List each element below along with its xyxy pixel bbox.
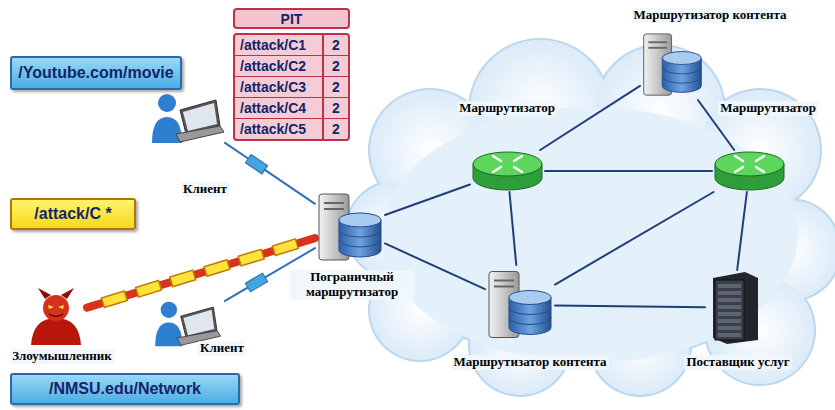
attack-packet — [136, 281, 162, 298]
attack-packet — [101, 291, 127, 308]
table-cell: /attack/C5 — [235, 119, 322, 139]
network-link — [540, 86, 640, 150]
attack-packet — [170, 270, 196, 287]
device-label: Злоумышленник — [10, 349, 113, 364]
table-cell: /attack/C3 — [235, 77, 322, 98]
server-icon — [485, 265, 555, 345]
pit-table: /attack/C12/attack/C22/attack/C32/attack… — [233, 33, 350, 141]
table-cell: 2 — [322, 56, 348, 77]
attack-packet — [204, 260, 230, 277]
attack-link — [87, 238, 315, 307]
name-box: /NMSU.edu/Network — [10, 373, 240, 405]
network-link — [225, 143, 315, 204]
data-packet — [245, 273, 267, 292]
box-text: PIT — [281, 11, 303, 27]
device-label: Пограничный маршрутизатор — [290, 270, 414, 300]
network-link — [737, 192, 747, 270]
rack-node: Поставщик услуг — [705, 270, 760, 345]
table-cell: 2 — [322, 98, 348, 119]
router-icon — [712, 150, 787, 192]
router-node: Маршрутизатор — [470, 150, 545, 192]
network-link — [509, 192, 516, 265]
table-header: PIT — [233, 8, 350, 29]
name-box: /Youtube.com/movie — [10, 56, 182, 90]
box-text: /NMSU.edu/Network — [49, 380, 201, 398]
server-node: Пограничный маршрутизатор — [315, 190, 385, 265]
table-cell: /attack/C1 — [235, 35, 322, 56]
router-icon — [470, 150, 545, 192]
device-label: Маршрутизатор — [718, 101, 818, 116]
table-cell: 2 — [322, 119, 348, 139]
network-link — [555, 192, 714, 285]
attack-packet — [272, 239, 298, 256]
client-node: Клиент — [150, 90, 225, 145]
server-icon — [315, 190, 385, 265]
network-link — [385, 184, 470, 214]
box-text: /Youtube.com/movie — [18, 64, 173, 82]
table-cell: 2 — [322, 35, 348, 56]
device-label: Поставщик услуг — [684, 355, 791, 370]
devil-node: Злоумышленник — [25, 288, 87, 346]
device-label: Маршрутизатор — [457, 101, 557, 116]
device-label: Клиент — [198, 341, 246, 356]
server-node: Маршрутизатор контента — [640, 30, 705, 100]
table-cell: /attack/C2 — [235, 56, 322, 77]
server-icon — [640, 30, 705, 100]
table-cell: 2 — [322, 77, 348, 98]
attack-packet — [238, 249, 264, 266]
client-icon — [150, 90, 225, 145]
data-packet — [245, 154, 267, 173]
box-text: /attack/C * — [34, 205, 111, 223]
network-link — [555, 305, 705, 307]
router-node: Маршрутизатор — [712, 150, 787, 192]
device-label: Маршрутизатор контента — [452, 355, 609, 370]
provider-server-icon — [705, 270, 760, 345]
network-link — [545, 171, 712, 172]
attacker-icon — [25, 288, 87, 346]
client-node: Клиент — [150, 298, 225, 348]
server-node: Маршрутизатор контента — [485, 265, 555, 345]
device-label: Маршрутизатор контента — [632, 8, 789, 23]
table-cell: /attack/C4 — [235, 98, 322, 119]
device-label: Клиент — [181, 182, 229, 197]
name-box: /attack/C * — [10, 198, 136, 230]
